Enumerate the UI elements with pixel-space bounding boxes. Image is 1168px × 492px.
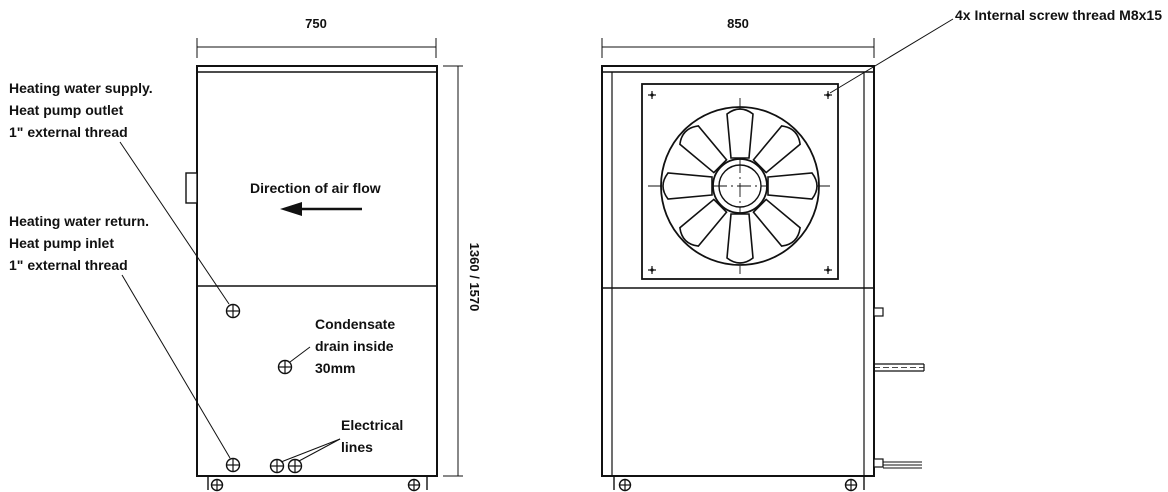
- foot-bolt-icon: [407, 478, 421, 492]
- side-view: 750 Direction of air flow: [9, 16, 438, 492]
- electrical-text-1: Electrical: [341, 417, 403, 433]
- return-text-3: 1" external thread: [9, 257, 128, 273]
- fan-icon: [648, 98, 832, 274]
- electrical-annotation: Electrical lines: [341, 417, 403, 455]
- screw-icon: [647, 90, 657, 100]
- door-handle: [185, 172, 198, 204]
- condensate-text-1: Condensate: [315, 316, 395, 332]
- foot-bolt-icon: [618, 478, 632, 492]
- width-label-850: 850: [727, 16, 749, 31]
- width-label-750: 750: [305, 16, 327, 31]
- side-connector: [873, 307, 884, 317]
- arrow-left-icon: [280, 202, 302, 216]
- height-dimension: 1360 / 1570: [443, 65, 482, 477]
- supply-text-2: Heat pump outlet: [9, 102, 124, 118]
- return-annotation: Heating water return. Heat pump inlet 1"…: [9, 213, 149, 273]
- supply-annotation: Heating water supply. Heat pump outlet 1…: [9, 80, 153, 140]
- fan-panel: [641, 83, 839, 280]
- supply-port-icon: [225, 303, 241, 319]
- electrical-text-2: lines: [341, 439, 373, 455]
- width-dimension-850: 850: [601, 16, 875, 58]
- front-view: 850: [601, 7, 1162, 492]
- return-port-icon: [225, 457, 241, 473]
- foot-bolt-icon: [844, 478, 858, 492]
- return-text-1: Heating water return.: [9, 213, 149, 229]
- side-connector: [873, 458, 884, 468]
- condensate-annotation: Condensate drain inside 30mm: [315, 316, 395, 376]
- condensate-port-icon: [277, 359, 293, 375]
- housing-front: [601, 65, 925, 492]
- supply-text-1: Heating water supply.: [9, 80, 153, 96]
- electrical-port-icon: [287, 458, 303, 474]
- condensate-text-3: 30mm: [315, 360, 355, 376]
- screw-thread-annotation: 4x Internal screw thread M8x15: [955, 7, 1162, 23]
- height-label: 1360 / 1570: [467, 243, 482, 312]
- condensate-text-2: drain inside: [315, 338, 394, 354]
- air-flow-label: Direction of air flow: [250, 180, 381, 196]
- supply-text-3: 1" external thread: [9, 124, 128, 140]
- housing-side: [185, 65, 438, 492]
- return-text-2: Heat pump inlet: [9, 235, 114, 251]
- screw-icon: [647, 265, 657, 275]
- width-dimension-750: 750: [196, 16, 437, 58]
- screw-icon: [823, 265, 833, 275]
- foot-bolt-icon: [210, 478, 224, 492]
- air-flow-indicator: Direction of air flow: [250, 180, 381, 216]
